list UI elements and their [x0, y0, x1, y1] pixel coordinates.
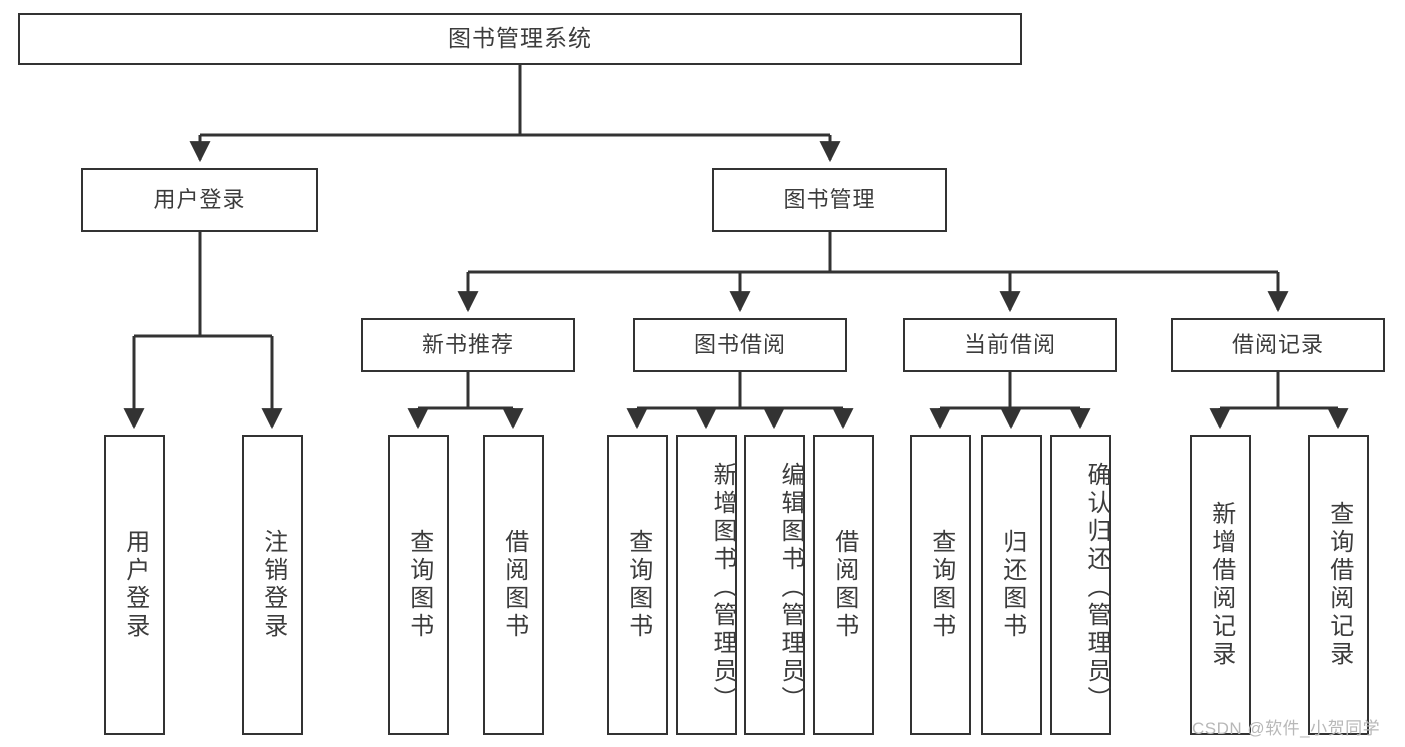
leaf-label: 查询图书: [405, 529, 433, 641]
csdn-watermark: CSDN @软件_小贺同学: [1192, 719, 1381, 738]
leaf-node[interactable]: 用户登录: [104, 435, 165, 735]
node-label: 借阅记录: [1231, 331, 1324, 357]
leaf-node[interactable]: 新增图书（管理员）: [676, 435, 737, 735]
node-label: 图书管理: [783, 186, 876, 212]
node-book-borrow[interactable]: 图书借阅: [633, 318, 847, 372]
leaf-label: 查询借阅记录: [1325, 501, 1353, 669]
node-book-manage[interactable]: 图书管理: [712, 168, 947, 232]
leaf-node[interactable]: 查询图书: [910, 435, 971, 735]
leaf-node[interactable]: 编辑图书（管理员）: [744, 435, 805, 735]
leaf-label: 归还图书: [998, 529, 1026, 641]
node-borrow-record[interactable]: 借阅记录: [1171, 318, 1385, 372]
node-label: 图书借阅: [693, 331, 786, 357]
node-new-book-recommend[interactable]: 新书推荐: [361, 318, 575, 372]
leaf-label: 用户登录: [121, 529, 149, 641]
node-label: 图书管理系统: [448, 25, 592, 52]
leaf-label: 借阅图书: [500, 529, 528, 641]
leaf-node[interactable]: 借阅图书: [483, 435, 544, 735]
leaf-label: 新增借阅记录: [1207, 501, 1235, 669]
node-label: 用户登录: [153, 186, 246, 212]
leaf-label: 借阅图书: [830, 529, 858, 641]
leaf-node[interactable]: 注销登录: [242, 435, 303, 735]
leaf-node[interactable]: 归还图书: [981, 435, 1042, 735]
leaf-label: 查询图书: [927, 529, 955, 641]
leaf-node[interactable]: 查询借阅记录: [1308, 435, 1369, 735]
leaf-node[interactable]: 新增借阅记录: [1190, 435, 1251, 735]
leaf-node[interactable]: 借阅图书: [813, 435, 874, 735]
leaf-label: 注销登录: [259, 529, 287, 641]
leaf-node[interactable]: 查询图书: [388, 435, 449, 735]
node-label: 新书推荐: [421, 331, 514, 357]
leaf-label: 编辑图书（管理员）: [777, 462, 804, 714]
leaf-node[interactable]: 查询图书: [607, 435, 668, 735]
leaf-label: 新增图书（管理员）: [709, 462, 736, 714]
node-current-borrow[interactable]: 当前借阅: [903, 318, 1117, 372]
node-root-system[interactable]: 图书管理系统: [18, 13, 1022, 65]
node-user-login[interactable]: 用户登录: [81, 168, 318, 232]
leaf-label: 确认归还（管理员）: [1083, 462, 1110, 714]
leaf-label: 查询图书: [624, 529, 652, 641]
leaf-node[interactable]: 确认归还（管理员）: [1050, 435, 1111, 735]
node-label: 当前借阅: [963, 331, 1056, 357]
